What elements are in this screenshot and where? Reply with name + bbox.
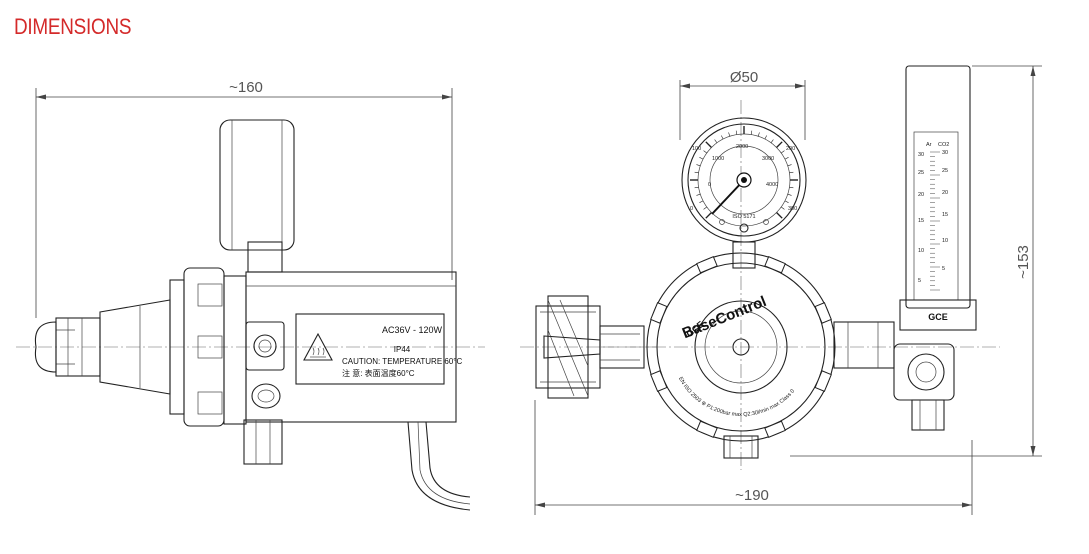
svg-text:20: 20 — [942, 190, 948, 196]
svg-text:300: 300 — [788, 206, 797, 212]
gauge-tick — [770, 139, 774, 143]
label-rating: AC36V - 120W — [382, 325, 443, 335]
gauge-tick — [776, 212, 783, 219]
gauge-tick — [757, 132, 760, 137]
pressure-gauge: 0 1000 2000 3000 4000 0 100 200 300 ISO … — [681, 117, 807, 243]
front-view: Ø50 0 1000 2000 3000 4000 0 100 200 300 — [520, 65, 1042, 515]
dimension-width-side: ~160 — [35, 79, 453, 318]
inlet-connector — [535, 295, 656, 399]
svg-text:25: 25 — [942, 168, 948, 174]
svg-text:30: 30 — [918, 152, 924, 158]
gauge-tick — [787, 164, 792, 167]
gauge-tick — [696, 164, 701, 167]
dimension-height-front-label: ~153 — [1015, 245, 1032, 279]
gauge-tick — [699, 157, 704, 160]
knurl-bump — [696, 420, 718, 438]
gauge-inner-scale: 0 1000 2000 3000 4000 — [708, 144, 778, 188]
knurl-bump — [814, 302, 832, 324]
flow-gas-co2: CO2 — [938, 142, 949, 148]
flowmeter: Ar CO2 5 10 15 20 25 30 5 10 15 20 25 30… — [899, 65, 977, 331]
svg-text:30: 30 — [942, 150, 948, 156]
gauge-tick — [784, 200, 789, 203]
gauge-tick — [784, 157, 789, 160]
gauge-tick — [705, 212, 712, 219]
gauge-tick — [696, 193, 701, 196]
gauge-tick — [776, 141, 783, 148]
gauge-tick — [750, 130, 753, 135]
label-caution-zh: 注 意: 表面温度60°C — [342, 368, 415, 378]
gauge-tick — [703, 206, 707, 210]
gauge-tick — [714, 139, 718, 143]
svg-text:3000: 3000 — [762, 156, 774, 162]
svg-text:4000: 4000 — [766, 182, 778, 188]
dimension-height-front: ~153 — [790, 65, 1042, 457]
svg-text:15: 15 — [918, 218, 924, 224]
gauge-tick — [728, 132, 731, 137]
gauge-standard: ISO 5171 — [732, 214, 755, 220]
gauge-tick — [789, 186, 794, 189]
dimension-width-side-label: ~160 — [229, 79, 263, 96]
svg-text:1000: 1000 — [712, 156, 724, 162]
svg-text:100: 100 — [692, 146, 701, 152]
page-title: DIMENSIONS — [14, 14, 132, 39]
knurl-bump — [764, 420, 786, 438]
svg-text:0: 0 — [690, 206, 693, 212]
label-ip: IP44 — [394, 345, 411, 354]
dimension-width-front-label: ~190 — [735, 487, 769, 504]
gauge-tick — [781, 150, 785, 154]
svg-text:10: 10 — [918, 248, 924, 254]
svg-text:15: 15 — [942, 212, 948, 218]
flow-gas-ar: Ar — [926, 142, 932, 148]
svg-text:200: 200 — [786, 146, 795, 152]
svg-text:25: 25 — [918, 170, 924, 176]
svg-text:5: 5 — [918, 278, 921, 284]
knurl-bump — [650, 302, 668, 324]
gauge-tick — [735, 130, 738, 135]
svg-text:0: 0 — [708, 182, 711, 188]
svg-text:10: 10 — [942, 238, 948, 244]
dimension-width-front: ~190 — [534, 400, 973, 515]
gauge-tick — [721, 135, 724, 140]
dimension-gauge-diameter-label: Ø50 — [730, 69, 758, 86]
gauge-tick — [787, 193, 792, 196]
side-view: ~160 — [16, 79, 485, 511]
gauge-tick — [781, 206, 785, 210]
gauge-tick — [694, 171, 699, 174]
gauge-tick — [705, 141, 712, 148]
gauge-tick — [699, 200, 704, 203]
svg-text:20: 20 — [918, 192, 924, 198]
knurl-bump — [814, 370, 832, 392]
gauge-tick — [789, 171, 794, 174]
flow-scale-ar: 5 10 15 20 25 30 — [918, 152, 924, 284]
flow-valve — [893, 343, 955, 431]
gauge-tick — [694, 186, 699, 189]
gauge-tick — [703, 150, 707, 154]
gce-logo-flowmeter: GCE — [928, 312, 948, 322]
svg-text:5: 5 — [942, 266, 945, 272]
knurl-bump — [764, 256, 786, 274]
flow-scale-co2: 5 10 15 20 25 30 — [942, 150, 948, 272]
heater-label-panel: AC36V - 120W IP44 CAUTION: TEMPERATURE 6… — [295, 313, 462, 385]
knurl-bump — [650, 370, 668, 392]
gauge-outer-scale: 0 100 200 300 — [690, 146, 797, 212]
gauge-tick — [764, 135, 767, 140]
hot-surface-icon — [303, 332, 333, 361]
label-caution-en: CAUTION: TEMPERATURE 60°C — [342, 357, 462, 366]
svg-text:2000: 2000 — [736, 144, 748, 150]
dimension-gauge-diameter: Ø50 — [679, 69, 806, 140]
knurl-bump — [696, 256, 718, 274]
